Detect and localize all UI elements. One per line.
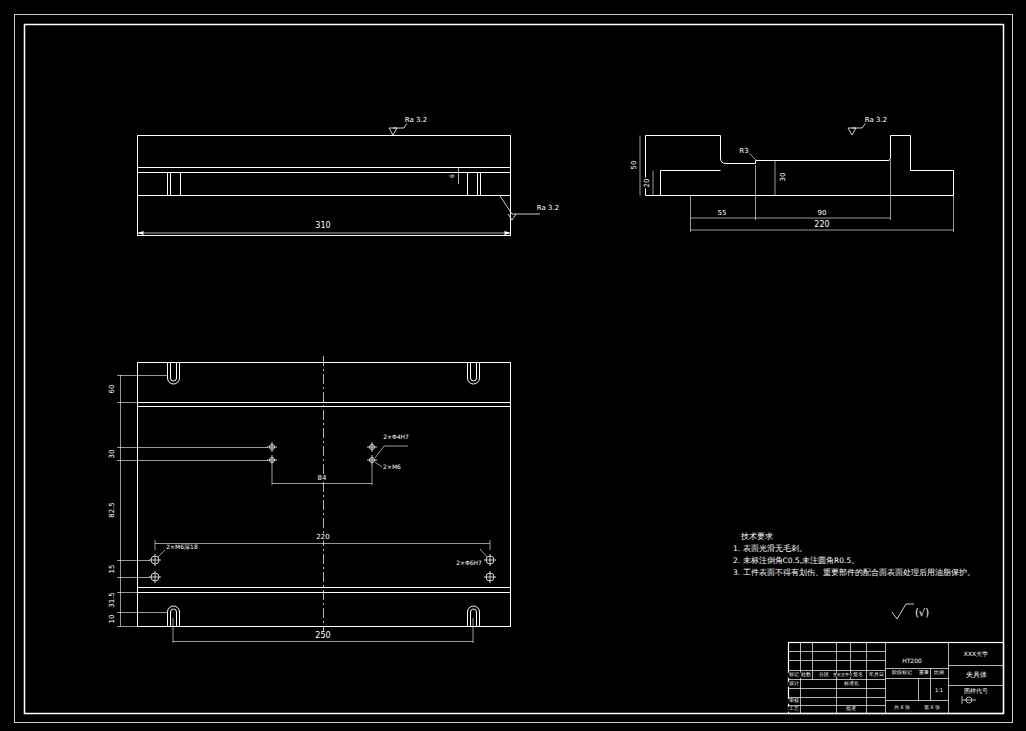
dimension-text: 30 <box>109 449 116 460</box>
title-block-text: 签名 <box>852 673 864 678</box>
title-block-text: 共 X 张 <box>893 705 912 710</box>
title-block-text: HT200 <box>901 658 923 664</box>
title-block-text: 设计 <box>788 682 800 687</box>
dimension-text: 90 <box>817 210 828 217</box>
dimension-text: 30 <box>780 172 787 183</box>
top-view <box>117 356 511 643</box>
title-block-text: 标准化 <box>843 682 860 687</box>
dimension-text: 6 <box>449 173 455 179</box>
dimension-text: 31.5 <box>109 591 116 609</box>
title-block-text: 重量 <box>918 671 930 676</box>
dimension-text: 84 <box>317 475 328 482</box>
note-text: 3. 工件表面不得有划伤、重要部件的配合面表面处理后用油脂保护。 <box>732 569 976 577</box>
title-block-text: 工艺 <box>788 707 800 712</box>
dimension-text: 2×M6深18 <box>165 544 198 550</box>
note-text: 2. 未标注倒角C0.5,未注圆角R0.5。 <box>732 557 860 565</box>
title-block-text: XXX大学 <box>963 651 989 657</box>
title-block-text: 审核 <box>788 699 800 704</box>
title-block-text: 处数 <box>800 673 812 678</box>
dimension-text: 220 <box>813 221 830 229</box>
title-block-text: 年月日 <box>868 673 885 678</box>
side-view <box>640 120 954 232</box>
front-view <box>138 120 541 236</box>
title-block-text: 阶段标记 <box>891 671 913 676</box>
dimension-text: 2×Φ6H7 <box>455 560 483 566</box>
title-block-text: 夹具体 <box>965 672 988 679</box>
dimension-text: Ra 3.2 <box>536 205 560 212</box>
dimension-text: 10 <box>109 614 116 625</box>
dimension-text: Ra 3.2 <box>864 117 888 124</box>
dimension-text: 15 <box>109 564 116 575</box>
dimension-text: 60 <box>109 384 116 395</box>
title-block-text: 批准 <box>845 707 857 712</box>
title-block-text: 分区 <box>818 673 830 678</box>
dimension-text: Ra 3.2 <box>404 117 428 124</box>
title-block-text: 1:1 <box>934 688 944 693</box>
dimension-text: R3 <box>738 148 749 155</box>
dimension-text: 2×Φ4H7 <box>382 434 410 440</box>
title-block-text: 标记 <box>788 673 800 678</box>
dimension-text: 220 <box>315 534 330 541</box>
title-block-text: 图样代号 <box>963 688 989 694</box>
dimension-text: 50 <box>631 160 638 171</box>
title-block-text: 更改文件号 <box>832 673 854 677</box>
note-text: (√) <box>914 608 930 618</box>
title-block-text: 第 X 张 <box>923 705 942 710</box>
sheet-frame <box>15 15 1013 723</box>
dimension-text: 310 <box>314 222 331 230</box>
note-text: 1. 表面光滑无毛刺。 <box>732 545 808 553</box>
dimension-text: 82.5 <box>109 501 116 519</box>
title-block-text: 比例 <box>933 671 945 676</box>
dimension-text: 2×M6 <box>382 464 402 470</box>
dimension-text: 55 <box>717 210 728 217</box>
note-text: 技术要求 <box>740 533 774 541</box>
dimension-text: 20 <box>644 178 651 189</box>
title-block <box>789 643 1004 714</box>
dimension-text: 250 <box>314 632 331 640</box>
roughness-symbol <box>892 604 914 619</box>
